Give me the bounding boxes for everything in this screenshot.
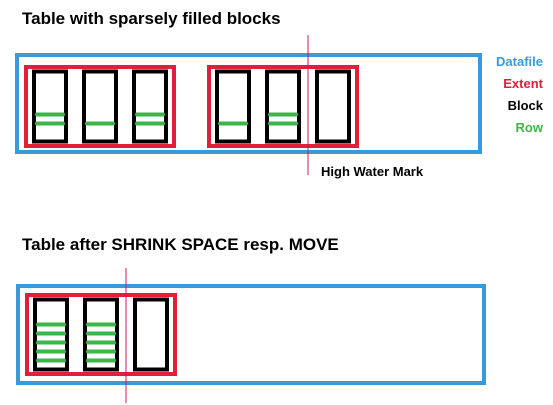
block [33, 297, 69, 372]
title-after: Table after SHRINK SPACE resp. MOVE [22, 235, 339, 254]
block [82, 69, 118, 144]
block [265, 69, 301, 144]
block [132, 69, 168, 144]
block [32, 69, 68, 144]
extent-box [207, 65, 359, 148]
block [315, 69, 351, 144]
block [83, 297, 119, 372]
extent-box [25, 293, 177, 376]
extent-box [24, 65, 176, 148]
legend-extent: Extent [503, 76, 543, 91]
legend-row: Row [515, 120, 543, 135]
block [215, 69, 251, 144]
block [133, 297, 169, 372]
datafile-box [16, 284, 486, 385]
legend-block: Block [507, 98, 543, 113]
datafile-box [15, 53, 482, 154]
high-water-mark-label: High Water Mark [321, 164, 424, 179]
legend-datafile: Datafile [496, 54, 543, 69]
title-before: Table with sparsely filled blocks [22, 9, 281, 28]
